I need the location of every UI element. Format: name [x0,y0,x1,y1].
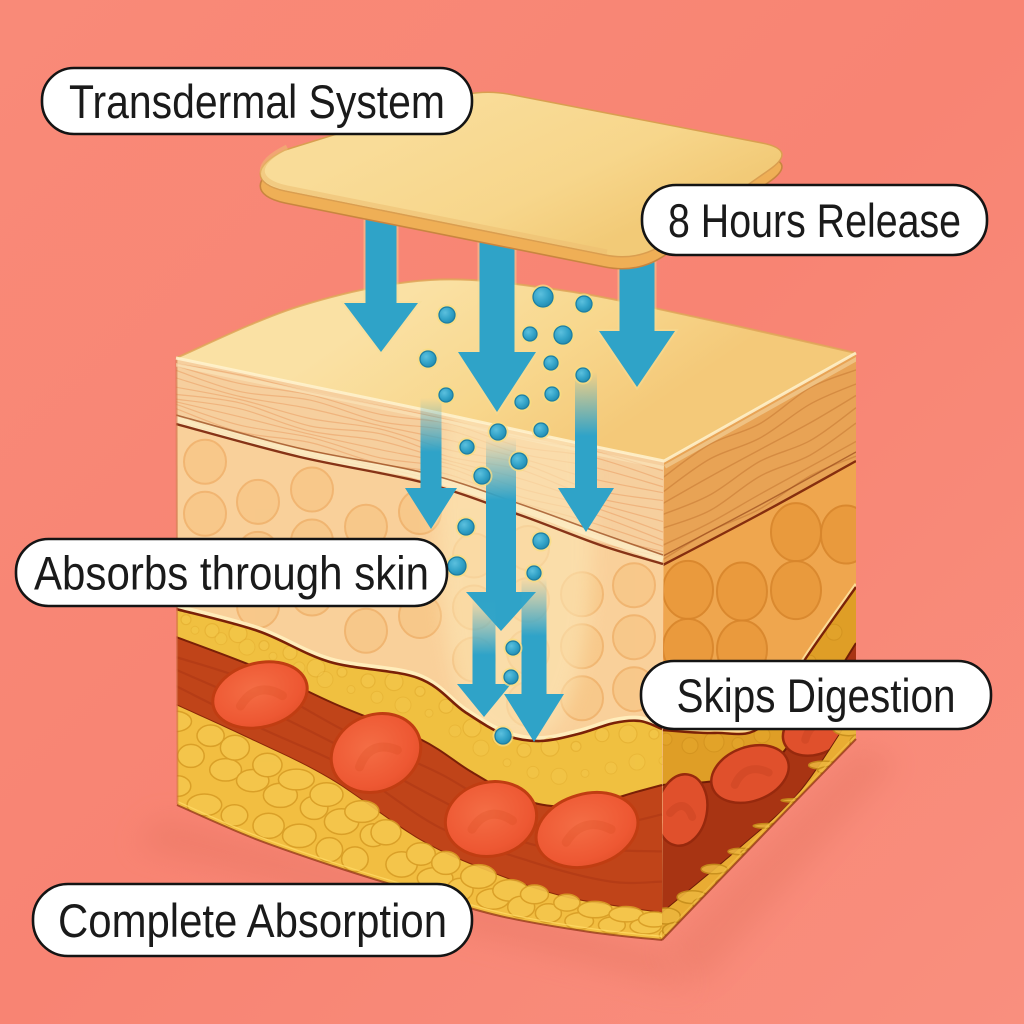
svg-text:Complete Absorption: Complete Absorption [58,894,447,947]
svg-text:8 Hours Release: 8 Hours Release [668,194,961,247]
svg-text:Transdermal System: Transdermal System [69,75,445,128]
svg-text:Skips Digestion: Skips Digestion [677,669,956,722]
svg-text:Absorbs through skin: Absorbs through skin [34,547,429,600]
